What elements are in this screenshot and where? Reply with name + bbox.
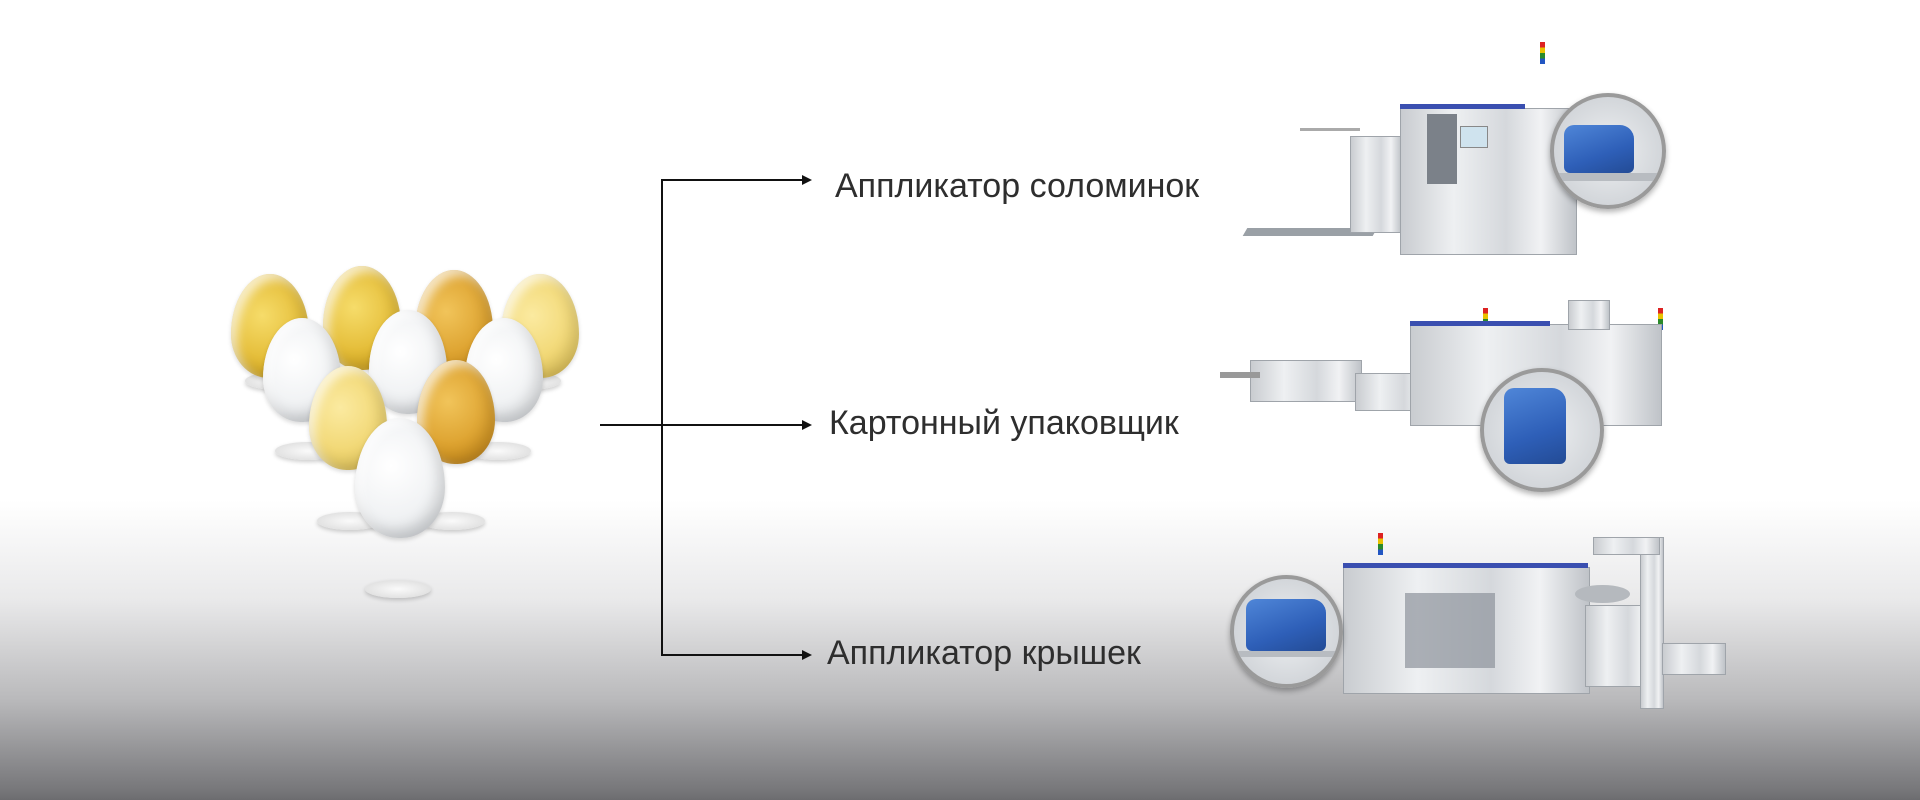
signal-light-icon — [1540, 42, 1545, 64]
zoom-detail-circle — [1550, 93, 1666, 209]
signal-light-icon — [1483, 308, 1488, 330]
arrow-head-icon — [802, 175, 812, 185]
jar-stand — [365, 580, 431, 598]
source-connector-line — [600, 424, 662, 426]
branch-line-2 — [661, 424, 803, 426]
pellet-samples-image — [225, 262, 585, 612]
signal-light-icon — [1658, 308, 1663, 330]
signal-light-icon — [1378, 533, 1383, 555]
trunk-vertical-line — [661, 179, 663, 656]
pellet-jar — [355, 418, 445, 538]
cap-applicator-machine — [1225, 525, 1755, 755]
arrow-head-icon — [802, 650, 812, 660]
zoom-detail-circle — [1480, 368, 1604, 492]
zoom-detail-circle — [1230, 575, 1343, 688]
branch-label-cap-applicator: Аппликатор крышек — [827, 634, 1141, 672]
branch-line-1 — [661, 179, 803, 181]
branch-label-straw-applicator: Аппликатор соломинок — [835, 167, 1200, 205]
branch-line-3 — [661, 654, 803, 656]
straw-applicator-machine — [1242, 38, 1705, 278]
carton-packer-machine — [1220, 300, 1700, 515]
branch-label-carton-packer: Картонный упаковщик — [829, 404, 1179, 442]
arrow-head-icon — [802, 420, 812, 430]
